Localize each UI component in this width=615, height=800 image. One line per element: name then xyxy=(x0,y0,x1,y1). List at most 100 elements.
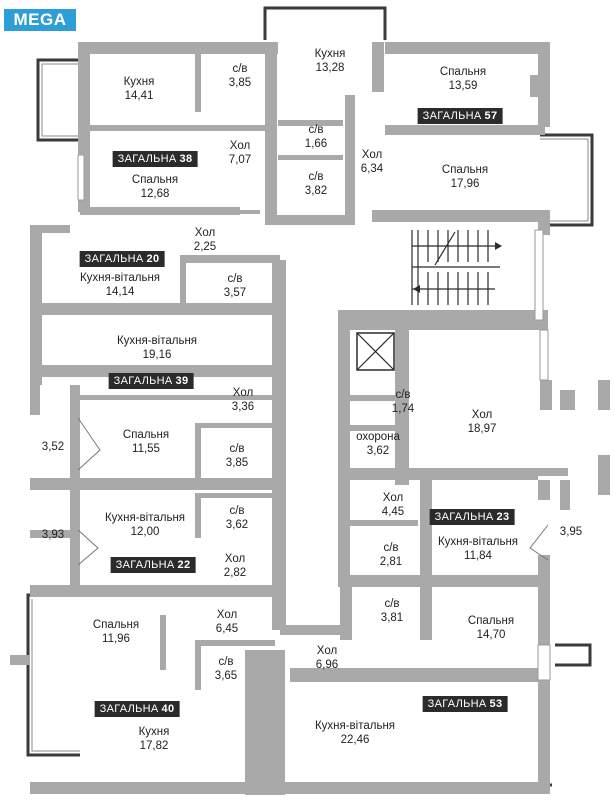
apartment-tag-number: 23 xyxy=(496,511,510,523)
room-hall-696: Хол 6,96 xyxy=(316,644,338,672)
apartment-tag-number: 57 xyxy=(484,110,498,122)
room-area: 2,82 xyxy=(223,567,247,579)
apartment-tag-number: 40 xyxy=(161,703,175,715)
room-area: 2,81 xyxy=(379,556,403,568)
room-area: 3,85 xyxy=(225,457,249,469)
apartment-tag-number: 53 xyxy=(489,698,503,710)
room-name: с/в xyxy=(308,124,324,136)
balcony-area-label: 3,93 xyxy=(41,529,65,541)
room-name: с/в xyxy=(395,389,411,401)
mega-logo: MEGA xyxy=(4,9,76,31)
room-bath-top-left: с/в 3,85 xyxy=(229,62,251,90)
room-area: 13,28 xyxy=(315,62,345,74)
room-name: Спальня xyxy=(131,174,179,186)
room-bath-382: с/в 3,82 xyxy=(305,170,327,198)
room-bath-381: с/в 3,81 xyxy=(381,597,403,625)
room-area: 3,81 xyxy=(380,612,404,624)
room-area: 18,97 xyxy=(467,423,497,435)
room-bedroom-39: Спальня 11,55 xyxy=(123,428,169,456)
walls xyxy=(10,42,610,795)
room-name: Спальня xyxy=(441,164,489,176)
room-name: с/в xyxy=(218,656,234,668)
room-area: 3,62 xyxy=(366,445,390,457)
room-area: 4,45 xyxy=(381,506,405,518)
room-name: Спальня xyxy=(467,615,515,627)
room-area: 11,55 xyxy=(132,443,160,455)
room-area: 13,59 xyxy=(448,80,478,92)
apartment-tag-word: ЗАГАЛЬНА xyxy=(422,110,482,122)
room-hall-634: Хол 6,34 xyxy=(361,148,383,176)
room-kitchen-top-center: Кухня 13,28 xyxy=(315,47,346,75)
room-name: Кухня-вітальня xyxy=(314,720,396,732)
room-name: Хол xyxy=(361,149,383,161)
room-area: 3,85 xyxy=(228,77,252,89)
room-name: Хол xyxy=(194,227,216,239)
elevator xyxy=(356,332,395,371)
room-kitchen-living-53: Кухня-вітальня 22,46 xyxy=(315,719,395,747)
apartment-tag-number: 38 xyxy=(179,153,193,165)
room-area: 19,16 xyxy=(142,349,172,361)
room-area: 1,66 xyxy=(304,138,328,150)
room-name: Спальня xyxy=(122,429,170,441)
room-name: Хол xyxy=(382,492,404,504)
room-name: Кухня xyxy=(314,48,346,60)
room-area: 3,82 xyxy=(304,185,328,197)
apartment-tag-word: ЗАГАЛЬНА xyxy=(434,511,494,523)
room-name: Хол xyxy=(316,645,338,657)
room-name: с/в xyxy=(308,171,324,183)
room-area: 6,96 xyxy=(315,659,339,671)
apartment-tag-word: ЗАГАЛЬНА xyxy=(84,253,144,265)
room-name: охорона xyxy=(356,431,400,443)
room-name: Кухня xyxy=(123,76,155,88)
room-hall-445: Хол 4,45 xyxy=(382,491,404,519)
room-bedroom-38: Спальня 12,68 xyxy=(132,173,178,201)
apartment-tag-word: ЗАГАЛЬНА xyxy=(117,153,177,165)
room-name: с/в xyxy=(384,598,400,610)
room-area: 14,70 xyxy=(476,629,506,641)
room-area: 6,34 xyxy=(360,163,384,175)
room-name: с/в xyxy=(229,505,245,517)
room-bath-385: с/в 3,85 xyxy=(226,442,248,470)
apartment-tag-word: ЗАГАЛЬНА xyxy=(115,559,175,571)
room-name: с/в xyxy=(232,63,248,75)
room-area: 1,74 xyxy=(391,403,415,415)
room-name: с/в xyxy=(229,443,245,455)
room-name: Кухня-вітальня xyxy=(104,512,186,524)
room-area: 12,68 xyxy=(140,188,170,200)
room-name: Спальня xyxy=(92,619,140,631)
staircase xyxy=(411,230,502,305)
room-area: 11,84 xyxy=(464,550,492,562)
room-kitchen-living-39: Кухня-вітальня 19,16 xyxy=(117,334,197,362)
room-area: 3,57 xyxy=(223,287,247,299)
doors xyxy=(77,417,549,566)
room-security: охорона 3,62 xyxy=(356,430,400,458)
room-area: 3,36 xyxy=(231,401,255,413)
apartment-tag-word: ЗАГАЛЬНА xyxy=(99,703,159,715)
apartment-tag-number: 20 xyxy=(146,253,160,265)
windows xyxy=(77,154,551,681)
room-area: 22,46 xyxy=(340,734,370,746)
room-name: Кухня-вітальня xyxy=(116,335,198,347)
room-area: 2,25 xyxy=(193,241,217,253)
room-area: 17,82 xyxy=(139,740,169,752)
